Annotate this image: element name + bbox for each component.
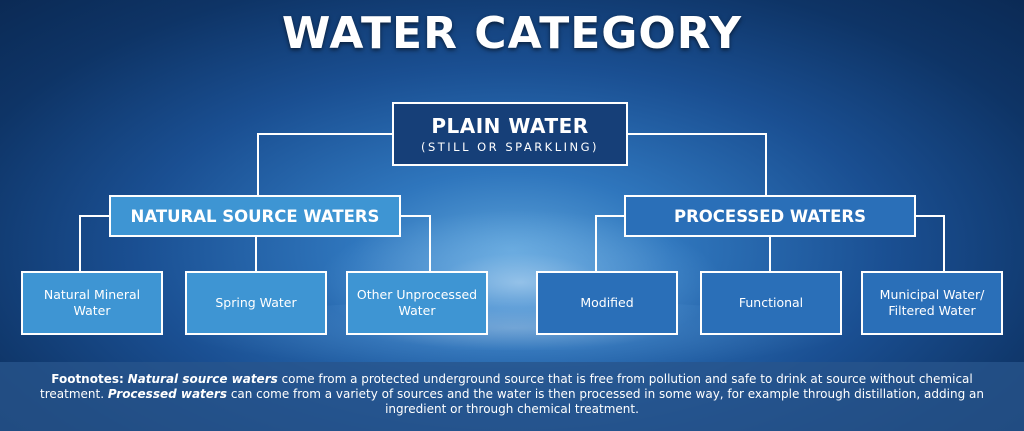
node-processed-waters: PROCESSED WATERS xyxy=(624,195,916,237)
node-natural-source-waters: NATURAL SOURCE WATERS xyxy=(109,195,401,237)
node-municipal-filtered-water: Municipal Water/ Filtered Water xyxy=(861,271,1003,335)
connector-natural-right xyxy=(401,215,431,271)
footnote-term-processed: Processed waters xyxy=(107,387,227,401)
node-other-unprocessed-water: Other Unprocessed Water xyxy=(346,271,488,335)
node-functional-label: Functional xyxy=(738,295,804,310)
node-plain-water-label: PLAIN WATER xyxy=(431,114,589,138)
footnote-text-natural: come from a protected underground source… xyxy=(40,372,973,401)
footnote-panel: Footnotes: Natural source waters come fr… xyxy=(0,362,1024,431)
node-municipal-filtered-water-label: Municipal Water/ Filtered Water xyxy=(879,287,985,318)
node-spring-water: Spring Water xyxy=(185,271,327,335)
node-spring-water-label: Spring Water xyxy=(215,295,297,310)
node-plain-water: PLAIN WATER (STILL OR SPARKLING) xyxy=(392,102,628,166)
node-natural-mineral-water: Natural Mineral Water xyxy=(21,271,163,335)
node-modified-label: Modified xyxy=(580,295,634,310)
connector-root-left xyxy=(257,133,392,195)
node-processed-waters-label: PROCESSED WATERS xyxy=(673,206,866,226)
connector-root-right xyxy=(628,133,767,195)
footnote-lead: Footnotes: xyxy=(51,372,124,386)
node-natural-source-waters-label: NATURAL SOURCE WATERS xyxy=(130,206,380,226)
footnote-text-processed: can come from a variety of sources and t… xyxy=(227,387,984,416)
footnote-term-natural: Natural source waters xyxy=(127,372,278,386)
connector-processed-left xyxy=(595,215,624,271)
node-natural-mineral-water-label: Natural Mineral Water xyxy=(43,287,141,318)
connector-processed-right xyxy=(916,215,945,271)
node-functional: Functional xyxy=(700,271,842,335)
node-modified: Modified xyxy=(536,271,678,335)
connector-natural-left xyxy=(79,215,109,271)
page-title: WATER CATEGORY xyxy=(281,8,743,59)
node-plain-water-sublabel: (STILL OR SPARKLING) xyxy=(420,140,600,154)
node-other-unprocessed-water-label: Other Unprocessed Water xyxy=(356,287,478,318)
